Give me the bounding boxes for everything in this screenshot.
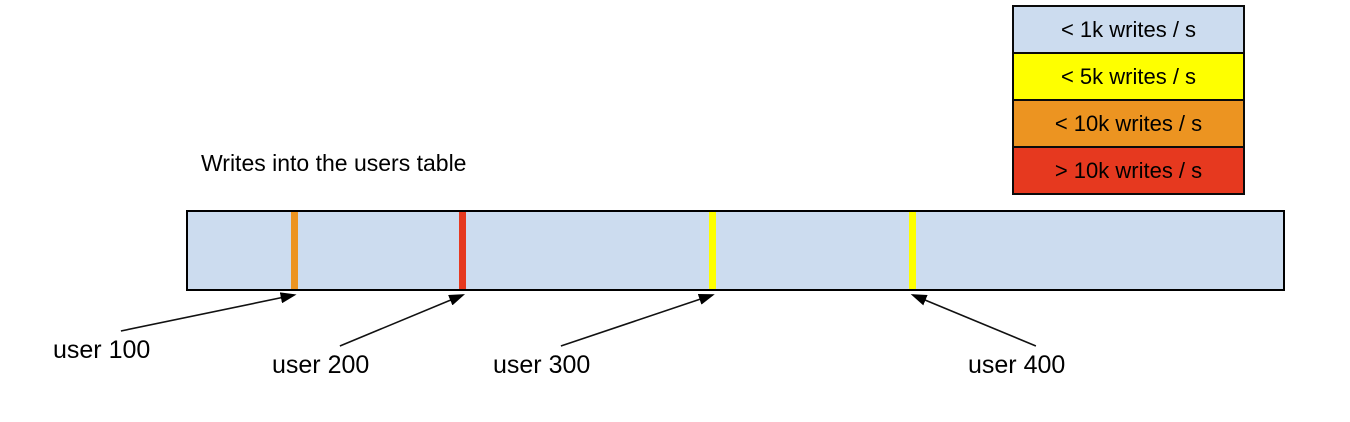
legend-item-lt-10k: < 10k writes / s [1014,101,1243,148]
users-table-bar [186,210,1285,291]
callout-label-user-200: user 200 [272,351,370,379]
legend-item-gt-10k: > 10k writes / s [1014,148,1243,193]
hotspot-marker-user-200 [459,212,467,289]
callout-arrow-user-400 [910,294,1037,347]
legend-item-label: > 10k writes / s [1054,157,1203,183]
legend-item-lt-1k: < 1k writes / s [1014,7,1243,54]
hotspot-marker-user-300 [709,212,716,289]
callout-label-user-100: user 100 [53,336,151,364]
legend: < 1k writes / s < 5k writes / s < 10k wr… [1012,5,1245,195]
callout-arrow-user-300 [560,294,715,347]
diagram-title: Writes into the users table [201,150,467,176]
legend-item-label: < 5k writes / s [1060,63,1197,89]
hotspot-marker-user-100 [290,212,298,289]
legend-item-label: < 1k writes / s [1060,16,1197,42]
hotspot-marker-user-400 [909,212,917,289]
callout-arrow-user-100 [120,292,297,332]
legend-item-lt-5k: < 5k writes / s [1014,54,1243,101]
legend-item-label: < 10k writes / s [1054,110,1203,136]
callout-label-user-400: user 400 [968,351,1066,379]
callout-label-user-300: user 300 [493,351,591,379]
callout-arrow-user-200 [339,294,466,347]
